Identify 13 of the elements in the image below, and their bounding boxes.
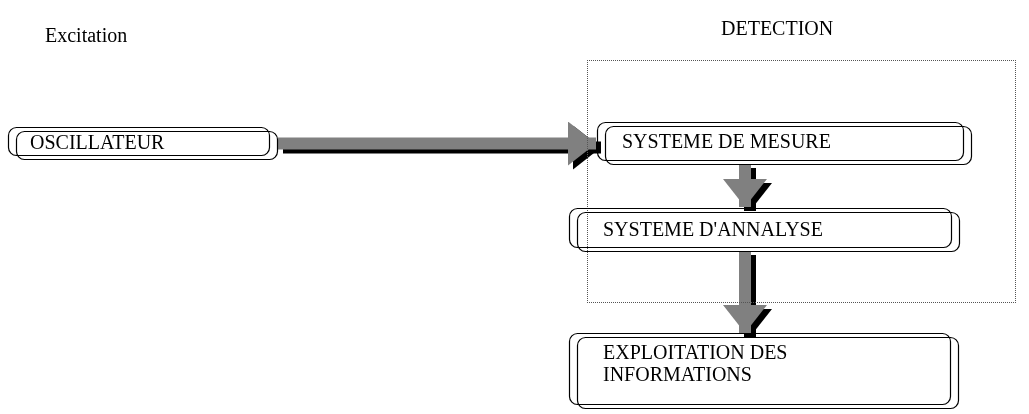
box-label: EXPLOITATION DES INFORMATIONS: [603, 341, 789, 385]
side-label: Excitation: [45, 24, 128, 47]
arrow: [723, 251, 767, 333]
process-box: [569, 208, 960, 252]
box-label: SYSTEME DE MESURE: [622, 130, 832, 152]
process-box: [8, 127, 278, 160]
box-label: OSCILLATEUR: [30, 131, 166, 153]
box-label: SYSTEME D'ANNALYSE: [603, 218, 824, 240]
group-heading: DETECTION: [721, 17, 834, 39]
process-box: [569, 333, 959, 409]
arrow: [278, 121, 596, 166]
process-box: [597, 122, 972, 165]
arrow: [723, 164, 767, 207]
